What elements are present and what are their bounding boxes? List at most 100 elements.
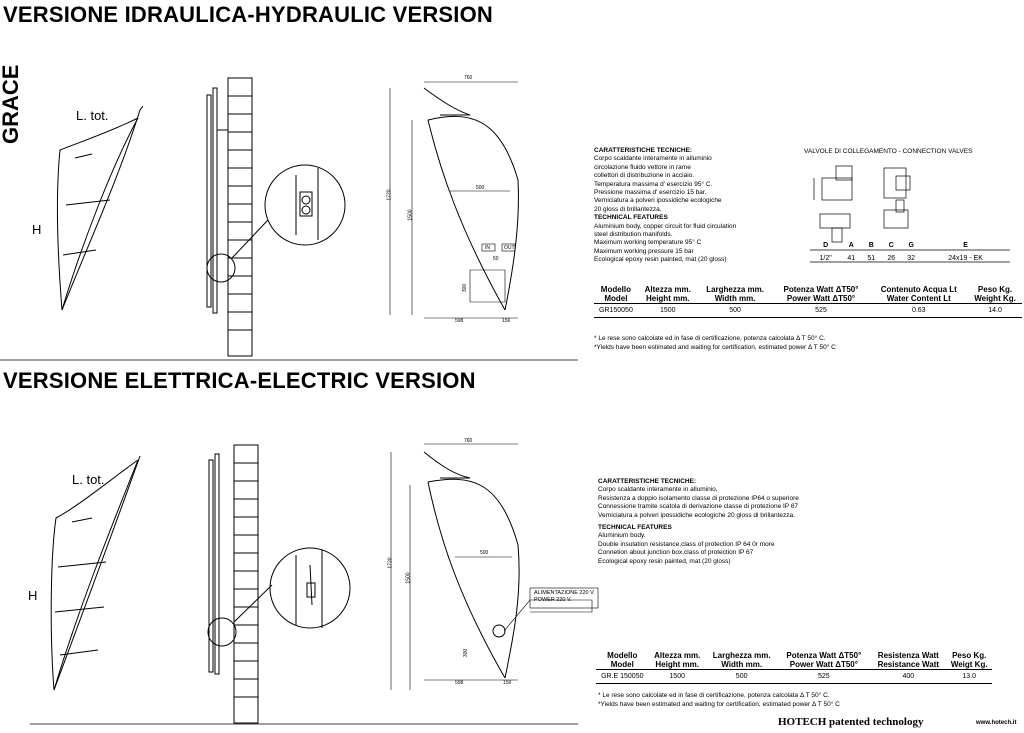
header-en: Water Content Lt <box>886 294 951 303</box>
header-it: Modello <box>607 651 638 660</box>
header-it: Peso Kg. <box>977 285 1013 294</box>
table-header: Altezza mm.Height mm. <box>648 651 706 670</box>
table-row: GR.E 150050 1500 500 525 400 13.0 <box>596 669 992 684</box>
l-tot-label-hydraulic: L. tot. <box>76 108 109 123</box>
dim-1720-electric: 1720 <box>387 557 394 569</box>
dim-1720: 1720 <box>386 189 393 201</box>
header-en: Weigt Kg. <box>950 660 988 669</box>
hydraulic-specs-en-title: TECHNICAL FEATURES <box>594 214 668 222</box>
electric-specs: CARATTERISTICHE TECNICHE: Corpo scaldant… <box>598 478 799 566</box>
header-en: Width mm. <box>714 294 756 303</box>
hydraulic-notes: * Le rese sono calcolate ed in fase di c… <box>594 335 836 352</box>
table-header: Potenza Watt ΔT50°Power Watt ΔT50° <box>777 651 871 670</box>
valves-header: B <box>868 242 874 249</box>
header-en: Power Watt ΔT50° <box>786 294 856 303</box>
hydraulic-specs-it-title: CARATTERISTICHE TECNICHE: <box>594 147 693 154</box>
table-cell: 525 <box>772 303 870 318</box>
spec-line: Aluminium body, copper circuit for fluid… <box>594 222 737 230</box>
dim-300: 300 <box>462 283 469 293</box>
table-cell: 13.0 <box>946 669 992 684</box>
note-en: *Yields have been estimated and waiting … <box>598 700 840 708</box>
valves-header: D <box>823 242 829 249</box>
table-cell: 525 <box>777 669 871 684</box>
model-name: GRACE <box>0 64 23 144</box>
footer-url[interactable]: www.hotech.it <box>976 720 1017 726</box>
spec-line: Resistenza a doppio isolamento classe di… <box>598 494 799 502</box>
header-en: Weight Kg. <box>974 294 1016 303</box>
header-it: Larghezza mm. <box>712 651 771 660</box>
valves-cell: 32 <box>907 255 916 262</box>
spec-line: Aluminium body. <box>598 532 646 540</box>
table-header: Peso Kg.Weigt Kg. <box>946 651 992 670</box>
header-it: Altezza mm. <box>654 651 701 660</box>
valves-header: G <box>908 242 914 249</box>
table-cell: 400 <box>870 669 947 684</box>
table-header: Larghezza mm.Width mm. <box>697 285 773 304</box>
table-header: Larghezza mm.Width mm. <box>705 651 778 670</box>
out-label: OUT <box>504 245 515 251</box>
valves-title: VALVOLE DI COLLEGAMENTO - CONNECTION VAL… <box>804 148 973 155</box>
valves-cell: 41 <box>847 255 856 262</box>
dim-1500-electric: 1500 <box>405 572 412 584</box>
electric-wall-view <box>207 444 351 724</box>
table-row: GR150050 1500 500 525 0.63 14.0 <box>594 303 1022 318</box>
table-cell: GR150050 <box>594 303 638 318</box>
h-label-electric: H <box>28 588 38 603</box>
spec-line: Double insulation resistance,class of pr… <box>598 540 775 548</box>
power-label-en: POWER 220 V. <box>534 596 572 603</box>
valves-header-row: D A B C G E <box>810 241 1010 250</box>
h-label-hydraulic: H <box>32 222 42 237</box>
valves-header: C <box>888 242 894 249</box>
header-en: Model <box>610 660 634 669</box>
spec-line: circolazione fluido vettore in rame <box>594 163 691 171</box>
note-it: * Le rese sono calcolate ed in fase di c… <box>598 692 830 699</box>
table-cell: 500 <box>705 669 778 684</box>
spec-line: Corpo scaldante interamente in alluminio <box>594 155 712 163</box>
valves-row: 1/2" 41 51 26 32 24x19 - EK <box>810 250 1010 263</box>
in-label: IN <box>485 245 490 251</box>
electric-front-view <box>390 443 599 690</box>
valve-diagrams <box>810 165 1010 263</box>
table-header: Peso Kg.Weight Kg. <box>968 285 1022 304</box>
spec-line: Maximum working pressure 15 bar <box>594 247 694 255</box>
header-en: Height mm. <box>645 294 690 303</box>
spec-line: Verniciatura a polveri ipossidiche ecolo… <box>594 197 722 205</box>
spec-line: Corpo scaldante interamente in alluminio… <box>598 486 718 494</box>
spec-line: collettori di distribuzione in acciaio. <box>594 172 695 180</box>
dim-500: 500 <box>476 185 485 191</box>
spec-line: Verniciatura a polveri ipossidiche ecolo… <box>598 511 795 519</box>
dim-760: 760 <box>464 75 473 81</box>
table-cell: 1500 <box>637 303 698 318</box>
electric-leaf-view <box>50 455 141 691</box>
header-it: Potenza Watt ΔT50° <box>786 651 862 660</box>
table-cell: 500 <box>697 303 773 318</box>
valves-cell: 1/2" <box>819 255 832 262</box>
dim-598: 598 <box>455 318 464 324</box>
table-cell: 14.0 <box>968 303 1022 318</box>
spec-line: Temperatura massima d' esercizio 95° C. <box>594 180 713 188</box>
dim-50: 50 <box>493 256 499 262</box>
spec-line: Ecological epoxy resin painted, mat (20 … <box>594 256 727 264</box>
valves-table: D A B C G E 1/2" 41 51 26 32 24x19 - EK <box>810 241 1010 263</box>
table-cell: 0.63 <box>869 303 969 318</box>
electric-notes: * Le rese sono calcolate ed in fase di c… <box>598 692 840 709</box>
header-it: Potenza Watt ΔT50° <box>783 285 859 294</box>
header-en: Height mm. <box>655 660 699 669</box>
table-header: Altezza mm.Height mm. <box>637 285 698 304</box>
spec-line: Maximum working temperature 95° C <box>594 239 702 247</box>
spec-line: steel distribution manifolds. <box>594 231 673 239</box>
dim-156: 156 <box>502 318 511 324</box>
header-en: Model <box>604 294 628 303</box>
valves-header: E <box>963 242 968 249</box>
header-it: Resistenza Watt <box>877 651 939 660</box>
header-en: Resistance Watt <box>877 660 940 669</box>
table-cell: GR.E 150050 <box>596 669 649 684</box>
header-en: Width mm. <box>721 660 763 669</box>
